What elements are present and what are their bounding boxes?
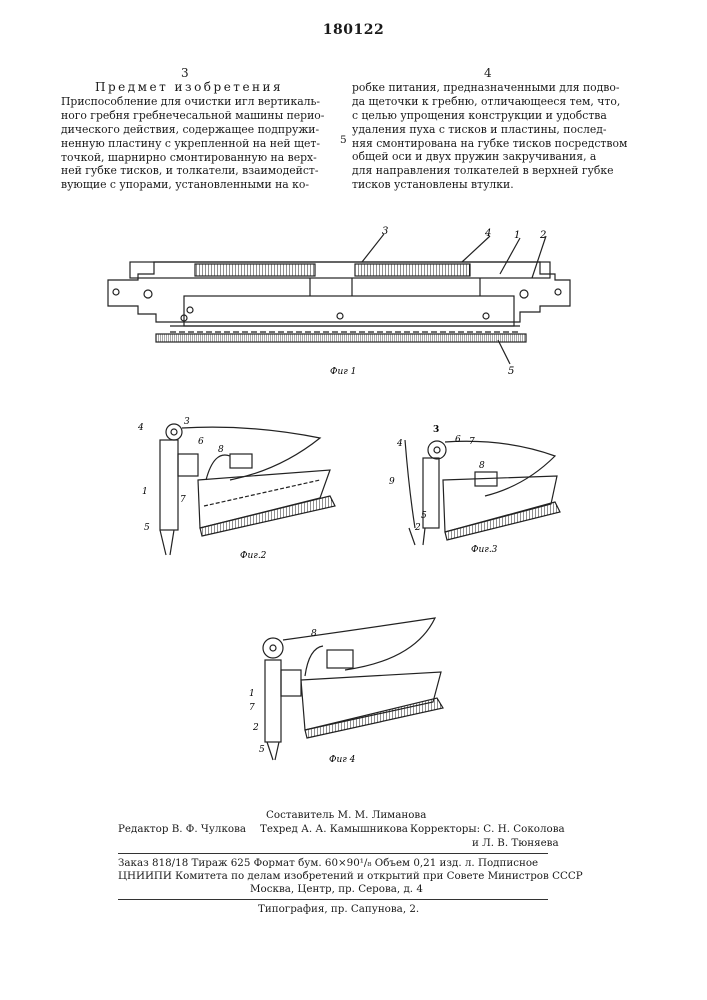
correctors-line-2: и Л. В. Тюняева [472, 837, 559, 849]
line-marker: 5 [340, 134, 347, 146]
compiler-line: Составитель М. М. Лиманова [266, 809, 426, 821]
divider [118, 853, 548, 854]
fig4-callout: 5 [259, 745, 265, 755]
claim-line: Приспособление для очистки игл вертикаль… [61, 95, 324, 109]
fig2-callout: 4 [137, 423, 144, 433]
fig2-callout: 6 [198, 437, 204, 447]
fig1-callout: 3 [382, 226, 388, 237]
fig1-callout: 4 [484, 228, 491, 239]
claim-line: вующие с упорами, установленными на ко- [61, 178, 324, 192]
figure-2-drawing: 4 3 6 8 1 7 5 Фиг.2 [130, 410, 350, 560]
claim-line: да щеточки к гребню, отличающееся тем, ч… [352, 95, 627, 109]
tech-editor-line: Техред А. А. Камышникова [260, 823, 408, 835]
claim-line: ней губке тисков, и толкатели, взаимодей… [61, 164, 324, 178]
left-column-number: 3 [181, 66, 189, 80]
claim-line: для направления толкателей в верхней губ… [352, 164, 627, 178]
right-column-number: 4 [484, 66, 492, 80]
claim-line: с целью упрощения конструкции и удобства [352, 109, 627, 123]
fig3-callout: 9 [389, 477, 395, 487]
claim-left-column: Приспособление для очистки игл вертикаль… [61, 95, 324, 192]
fig4-caption: Фиг 4 [329, 755, 356, 765]
fig3-caption: Фиг.3 [471, 545, 498, 555]
figure-1-drawing: 3 4 1 2 5 Фиг 1 [100, 222, 580, 390]
claim-line: ненную пластину с укрепленной на ней щет… [61, 137, 324, 151]
fig4-callout: 1 [249, 689, 255, 699]
fig3-callout: 2 [414, 523, 421, 533]
imprint-line: Заказ 818/18 Тираж 625 Формат бум. 60×90… [118, 857, 538, 869]
fig2-caption: Фиг.2 [240, 551, 267, 560]
figure-3-drawing: 3 4 6 7 8 9 2 5 Фиг.3 [385, 410, 575, 560]
fig3-callout: 5 [421, 511, 427, 521]
fig3-callout: 3 [433, 425, 439, 435]
claim-line: ного гребня гребнечесальной машины перио… [61, 109, 324, 123]
section-title: Предмет изобретения [95, 80, 283, 94]
fig1-callout: 1 [514, 230, 520, 241]
correctors-line: Корректоры: С. Н. Соколова [410, 823, 565, 835]
imprint-line: Москва, Центр, пр. Серова, д. 4 [250, 883, 423, 895]
fig1-callout: 2 [539, 230, 546, 241]
figure-4-drawing: 8 1 7 2 5 Фиг 4 [245, 610, 455, 770]
fig2-callout: 5 [144, 523, 150, 533]
fig4-callout: 7 [249, 703, 255, 713]
patent-number: 180122 [0, 22, 707, 38]
claim-line: дического действия, содержащее подпружи- [61, 123, 324, 137]
imprint-line: ЦНИИПИ Комитета по делам изобретений и о… [118, 870, 583, 882]
fig4-callout: 2 [252, 723, 259, 733]
fig1-caption: Фиг 1 [330, 367, 356, 377]
fig3-callout: 4 [396, 439, 403, 449]
claim-line: тисков установлены втулки. [352, 178, 627, 192]
fig3-callout: 8 [479, 461, 485, 471]
claim-line: няя смонтирована на губке тисков посредс… [352, 137, 627, 151]
printer-line: Типография, пр. Сапунова, 2. [258, 903, 419, 915]
claim-line: удаления пуха с тисков и пластины, после… [352, 123, 627, 137]
fig2-callout: 3 [184, 417, 190, 427]
fig1-callout: 5 [508, 366, 514, 377]
claim-line: общей оси и двух пружин закручивания, а [352, 150, 627, 164]
claim-line: точкой, шарнирно смонтированную на верх- [61, 151, 324, 165]
fig3-callout: 6 [455, 435, 461, 445]
divider [118, 899, 548, 900]
fig2-callout: 7 [180, 495, 186, 505]
editor-line: Редактор В. Ф. Чулкова [118, 823, 246, 835]
fig2-callout: 8 [218, 445, 224, 455]
fig4-callout: 8 [311, 629, 317, 639]
fig2-callout: 1 [142, 487, 148, 497]
claim-line: робке питания, предназначенными для подв… [352, 81, 627, 95]
claim-right-column: робке питания, предназначенными для подв… [352, 81, 627, 192]
fig3-callout: 7 [469, 437, 475, 447]
